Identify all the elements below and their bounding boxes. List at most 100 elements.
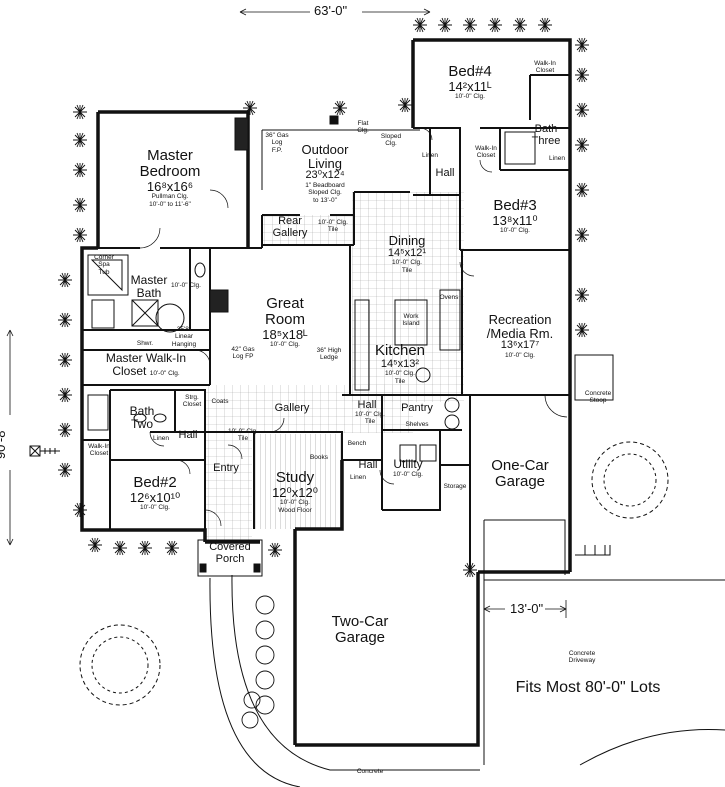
- bath-two-label: Bath Two: [122, 405, 162, 430]
- great-room-size: 18⁵x18ᴸ: [262, 326, 308, 342]
- great-room-name1: Great: [266, 295, 304, 312]
- hall-main-label: Hall: [357, 399, 377, 411]
- recreation-name2: /Media Rm.: [486, 325, 554, 341]
- gas-log-out-1: 36" Gas: [265, 132, 289, 139]
- linear-hanging-note: 25'8" Linear Hanging: [168, 326, 200, 348]
- gallery-note: 10'-0" Clg. Tile: [225, 428, 261, 443]
- rear-gallery-1: Rear: [278, 215, 302, 227]
- study-note2: Wood Floor: [278, 506, 312, 514]
- rear-gallery-2: Gallery: [272, 226, 308, 239]
- master-walkin-line2: Closet 10'-0" Clg.: [88, 363, 204, 378]
- walkin-bed2-2: Closet: [89, 450, 109, 458]
- great-room-name2: Room: [264, 310, 305, 328]
- strg-closet-label: Strg. Closet: [180, 394, 204, 409]
- concrete-bottom-label: Concrete: [356, 768, 384, 775]
- bed2-size: 12⁶x10¹⁰: [129, 489, 181, 505]
- flat-clg-note: Flat Clg.: [352, 120, 374, 135]
- rear-gal-note-1: 10'-0" Clg.: [318, 219, 348, 226]
- flat-clg-1: Flat: [357, 120, 369, 127]
- outdoor-living-note3: to 13'-0": [313, 196, 337, 204]
- gallery-note-1: 10'-0" Clg.: [228, 428, 258, 435]
- high-ledge-note: 36" High Ledge: [312, 347, 346, 362]
- study-size: 12⁰x12⁰: [272, 484, 318, 500]
- corner-spa-2: Spa: [98, 261, 110, 269]
- bed4-note: 10'-0" Clg.: [455, 93, 485, 101]
- two-car-garage-name2: Garage: [334, 628, 386, 646]
- kitchen-note2: Tile: [394, 377, 406, 385]
- master-bedroom-size: 16⁸x16⁶: [146, 178, 194, 194]
- kitchen-note1: 10'-0" Clg.: [385, 370, 415, 378]
- corner-spa-note: Corner Spa Tub: [91, 254, 117, 276]
- covered-porch-label: Covered Porch: [200, 541, 260, 565]
- walkin-bed3-label: Walk-In Closet: [470, 145, 502, 160]
- linear-hanging-2: Linear: [174, 333, 194, 341]
- sloped-clg-1: Sloped: [380, 133, 402, 140]
- tile-floor-rear-gallery: [262, 215, 354, 245]
- bed3-name: Bed#3: [493, 197, 537, 214]
- bath-three-label: Bath Three: [526, 123, 566, 147]
- outdoor-living-note2: Sloped Clg.: [308, 189, 342, 197]
- master-walkin-name2: Closet: [112, 363, 147, 378]
- work-island-1: Work: [403, 313, 419, 320]
- lot-note: Fits Most 80'-0" Lots: [515, 679, 661, 696]
- sloped-clg-2: Clg.: [385, 140, 397, 148]
- one-car-garage-name2: Garage: [494, 472, 546, 490]
- master-bedroom-name1: Master: [147, 147, 193, 164]
- walkin-bed3-1: Walk-In: [475, 145, 497, 152]
- tile-floor-dining-kitchen: [352, 192, 464, 402]
- ovens-note: Ovens: [439, 294, 459, 301]
- walkin-bed2-label: Walk-In Closet: [85, 443, 113, 458]
- linen-b-label: Linen: [549, 155, 565, 162]
- two-car-garage-label: Two-Car Garage: [320, 614, 400, 646]
- concrete-drive-2: Driveway: [568, 657, 596, 665]
- width-dimension-label: 63'-0": [314, 3, 348, 18]
- covered-porch-name2: Porch: [215, 552, 245, 565]
- walkin-bed3-2: Closet: [476, 152, 496, 160]
- concrete-stoop-1: Concrete: [584, 390, 612, 397]
- study-note1: 10'-0" Clg.: [280, 499, 310, 507]
- driveway: [209, 519, 725, 787]
- gallery-note-2: Tile: [237, 435, 249, 443]
- covered-porch-name1: Covered: [209, 541, 251, 553]
- bath-three-name1: Bath: [534, 123, 558, 135]
- walkin-bed4-label: Walk-In Closet: [530, 60, 560, 75]
- concrete-stoop-2: Stoop: [589, 397, 607, 405]
- great-room-note: 10'-0" Clg.: [270, 341, 300, 349]
- hall-util-label: Hall: [358, 459, 378, 471]
- dining-label: Dining 14⁵x12¹ 10'-0" Clg. Tile: [372, 234, 442, 274]
- linen-c-label: Linen: [153, 435, 169, 442]
- study-name: Study: [275, 469, 315, 486]
- tile-floor-entry: [206, 432, 252, 542]
- corner-spa-1: Corner: [94, 254, 114, 261]
- linen-a-label: Linen: [422, 152, 438, 159]
- one-car-garage-name1: One-Car: [491, 457, 549, 474]
- high-ledge-2: Ledge: [319, 354, 339, 362]
- tile-floor-gallery: [205, 385, 413, 433]
- bed4-label: Bed#4 14²x11ᴸ 10'-0" Clg.: [440, 64, 500, 101]
- gas-log-out-3: F.P.: [271, 146, 283, 154]
- depth-dimension: [6, 329, 14, 546]
- rear-gallery-label: Rear Gallery: [268, 215, 312, 239]
- work-island-note: Work Island: [395, 313, 427, 328]
- dining-note1: 10'-0" Clg.: [392, 259, 422, 267]
- bath-ceiling-note: 10'-0" Clg.: [171, 282, 201, 289]
- corner-spa-3: Tub: [98, 268, 110, 276]
- hall-note-1: 10'-0" Clg.: [355, 411, 385, 418]
- covered-porch-structure: [197, 354, 614, 577]
- master-walkin-label: Master Walk-In Closet 10'-0" Clg.: [88, 352, 204, 377]
- flat-clg-2: Clg.: [357, 127, 369, 135]
- master-bedroom-note1: Pullman Clg.: [151, 193, 189, 201]
- walkin-bed4-2: Closet: [535, 67, 555, 75]
- width-dimension: [239, 8, 431, 16]
- bed2-note: 10'-0" Clg.: [140, 504, 170, 512]
- concrete-driveway-label: Concrete Driveway: [560, 650, 604, 665]
- bed3-label: Bed#3 13⁸x11⁰ 10'-0" Clg.: [485, 198, 545, 235]
- hall-note-2: Tile: [364, 418, 376, 426]
- fixtures: [87, 115, 536, 462]
- walkin-bed2-1: Walk-In: [88, 443, 110, 450]
- dining-size: 14⁵x12¹: [387, 246, 427, 259]
- bed2-label: Bed#2 12⁶x10¹⁰ 10'-0" Clg.: [120, 475, 190, 512]
- linear-hanging-1: 25'8": [176, 326, 192, 333]
- kitchen-label: Kitchen 14⁵x13² 10'-0" Clg. Tile: [362, 343, 438, 385]
